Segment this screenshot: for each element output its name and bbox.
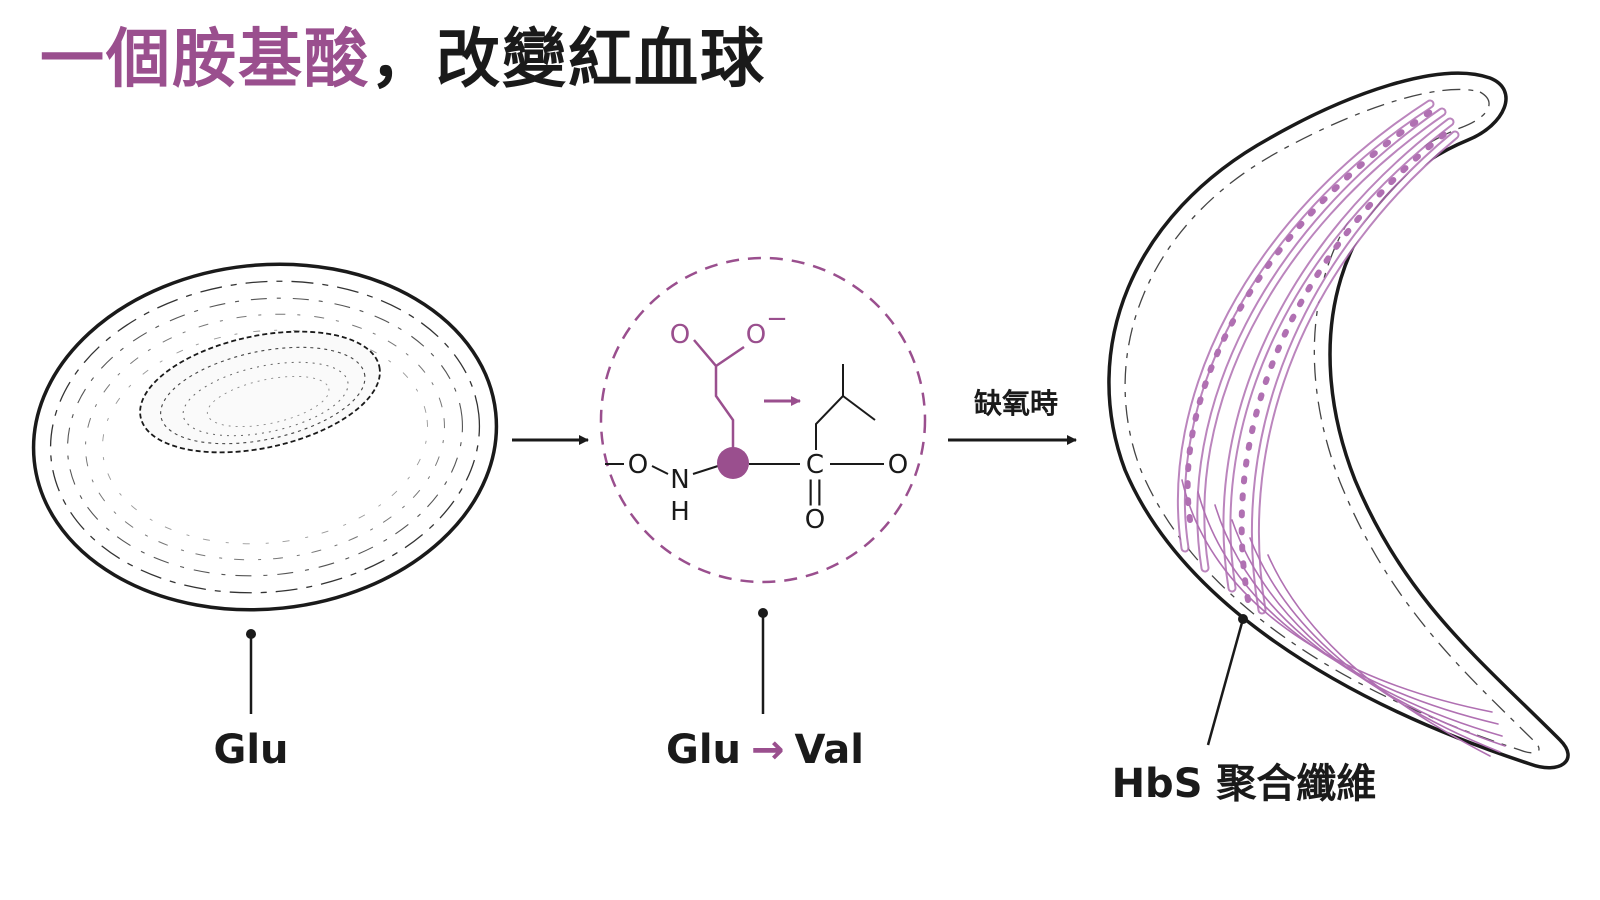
backbone-o-left: O: [628, 450, 648, 480]
amino-acid-substitution: O O − O N H C O || O: [599, 256, 927, 584]
negative-charge: −: [766, 304, 788, 334]
backbone-o-right: O: [888, 450, 908, 480]
hbs-polymer-fibers: [1177, 99, 1506, 757]
page-title: 一個胺基酸，改變紅血球: [40, 22, 766, 99]
condition-label: 缺氧時: [974, 387, 1058, 420]
normal-cell-label: Glu: [213, 727, 288, 773]
mutation-pointer: [758, 608, 768, 714]
backbone-c: C: [806, 450, 824, 480]
alpha-carbon-dot: [717, 447, 749, 479]
carbonyl-o: O: [805, 505, 825, 535]
carboxyl-o-left: O: [670, 320, 690, 350]
mutation-label: Glu→Val: [666, 727, 864, 773]
sickle-cell-label: HbS 聚合纖維: [1112, 761, 1377, 807]
backbone-h: H: [670, 497, 690, 527]
normal-cell-pointer: [246, 629, 256, 714]
normal-red-blood-cell: [31, 262, 499, 612]
title-rest: ，改變紅血球: [370, 23, 766, 97]
carboxyl-o-right: O: [746, 320, 766, 350]
title-accent: 一個胺基酸: [40, 23, 370, 97]
backbone-n: N: [670, 465, 689, 495]
sickle-cell-pointer: [1206, 614, 1248, 746]
double-bond: ||: [806, 476, 824, 506]
